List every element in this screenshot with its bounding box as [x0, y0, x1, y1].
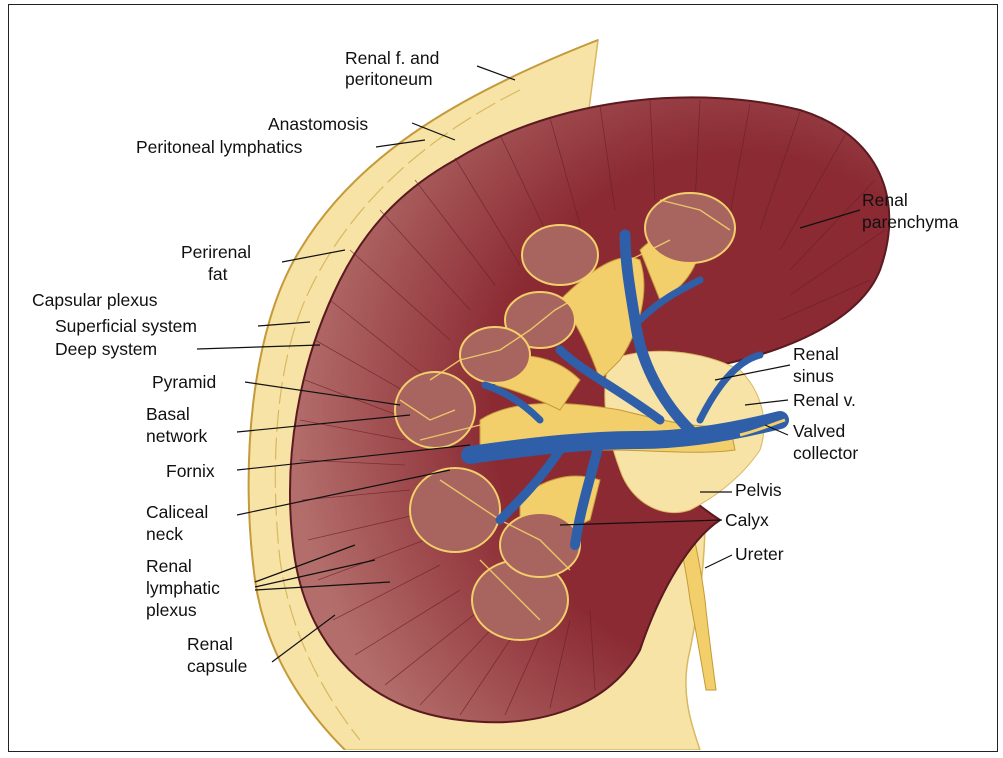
label-parenchyma-2: parenchyma: [862, 212, 959, 232]
label-valved-2: collector: [793, 443, 858, 463]
label-renal-vein: Renal v.: [793, 390, 856, 410]
label-capsule-2: capsule: [187, 656, 247, 676]
label-renal-fascia-1: Renal f. and: [345, 48, 439, 68]
label-calyx: Calyx: [725, 510, 769, 530]
label-lymphatic-3: plexus: [146, 600, 197, 620]
label-capsular-plexus: Capsular plexus: [32, 290, 158, 310]
label-caliceal-1: Caliceal: [146, 502, 208, 522]
label-valved-1: Valved: [793, 421, 845, 441]
label-lymphatic-1: Renal: [146, 556, 192, 576]
label-deep-system: Deep system: [55, 339, 157, 359]
label-parenchyma-1: Renal: [862, 190, 908, 210]
label-anastomosis: Anastomosis: [268, 114, 368, 134]
label-sinus-2: sinus: [793, 366, 834, 386]
label-fornix: Fornix: [166, 461, 215, 481]
label-basal-2: network: [146, 426, 208, 446]
label-peritoneal-lymphatics: Peritoneal lymphatics: [136, 137, 303, 157]
label-perirenal-2: fat: [208, 264, 228, 284]
label-capsule-1: Renal: [187, 634, 233, 654]
label-lymphatic-2: lymphatic: [146, 578, 220, 598]
label-superficial-system: Superficial system: [55, 316, 197, 336]
label-sinus-1: Renal: [793, 344, 839, 364]
label-pyramid: Pyramid: [152, 372, 216, 392]
label-caliceal-2: neck: [146, 524, 183, 544]
label-pelvis: Pelvis: [735, 480, 782, 500]
label-renal-fascia-2: peritoneum: [345, 69, 433, 89]
label-basal-1: Basal: [146, 404, 190, 424]
label-perirenal-1: Perirenal: [181, 242, 251, 262]
label-ureter: Ureter: [735, 544, 784, 564]
